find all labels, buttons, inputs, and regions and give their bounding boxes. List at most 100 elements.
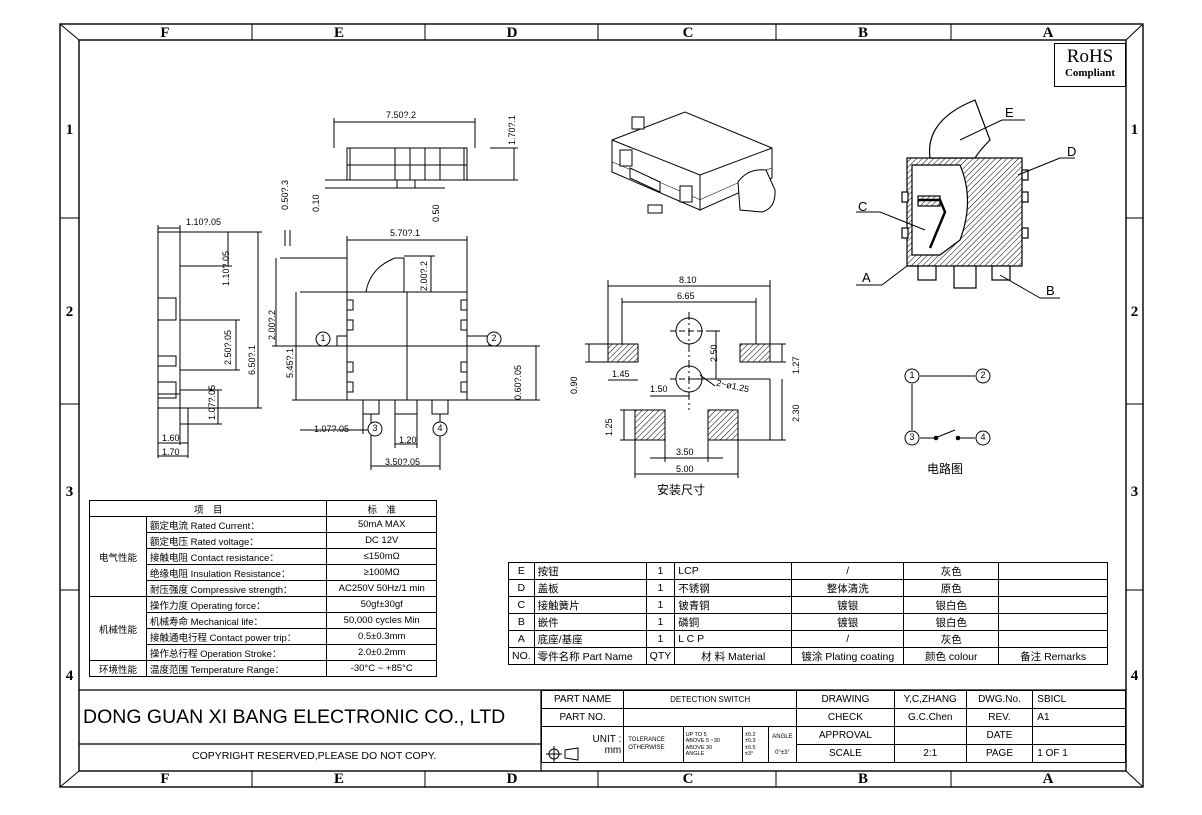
parts-table: E 按钮 1 LCP / 灰色 D 盖板 1 不锈钢 整体清洗 原色 C 接触簧… bbox=[508, 562, 1108, 665]
mount-caption: 安装尺寸 bbox=[657, 483, 706, 497]
callout-c: C bbox=[858, 199, 868, 214]
zone-right-3: 3 bbox=[1130, 484, 1139, 500]
dim-front-107: 1.07?.05 bbox=[314, 424, 350, 434]
dim-front-350: 3.50?.05 bbox=[385, 457, 421, 467]
table-row: 额定电压 Rated voltage： DC 12V bbox=[90, 532, 437, 549]
tol-range-4: ANGLE bbox=[685, 750, 705, 757]
scale-value: 2:1 bbox=[893, 744, 967, 763]
table-row: 机械寿命 Mechanical life： 50,000 cycles Min bbox=[90, 612, 437, 629]
zone-top-b: B bbox=[857, 25, 868, 41]
part-plating: 镀银 bbox=[791, 613, 905, 631]
dim-side-width: 1.10?.05 bbox=[186, 217, 222, 227]
dwgno-value: SBICL bbox=[1032, 690, 1126, 709]
part-name: 底座/基座 bbox=[533, 630, 647, 648]
dim-pad-150: 1.50 bbox=[650, 384, 668, 394]
parts-header-colour: 颜色 colour bbox=[903, 647, 1000, 665]
rev-value: A1 bbox=[1032, 708, 1126, 727]
rev-label: REV. bbox=[965, 708, 1034, 727]
part-name-label: PART NAME bbox=[540, 690, 625, 709]
table-row: C 接触簧片 1 铍青铜 镀银 银白色 bbox=[508, 596, 1108, 614]
circuit-pin-2: 2 bbox=[980, 370, 986, 380]
zone-top-a: A bbox=[1042, 25, 1054, 41]
zone-right-2: 2 bbox=[1130, 304, 1139, 320]
rohs-badge: RoHS Compliant bbox=[1054, 43, 1126, 87]
spec-item: 温度范围 Temperature Range： bbox=[145, 660, 328, 677]
dim-side-170: 1.70 bbox=[162, 447, 180, 457]
part-name-value: DETECTION SWITCH bbox=[623, 690, 797, 709]
parts-header-remarks: 备注 Remarks bbox=[998, 647, 1108, 665]
spec-group-name: 电气性能 bbox=[89, 516, 147, 597]
zone-bottom-c: C bbox=[682, 771, 694, 787]
part-material: 磷铜 bbox=[674, 613, 793, 631]
unit-cell: UNIT : mm bbox=[540, 726, 625, 763]
part-colour: 银白色 bbox=[903, 596, 1000, 614]
zone-bottom-b: B bbox=[857, 771, 868, 787]
angle-value: 0°±3° bbox=[775, 749, 790, 756]
zone-left-4: 4 bbox=[65, 668, 74, 684]
check-label: CHECK bbox=[796, 708, 895, 727]
unit-label: UNIT : bbox=[592, 733, 622, 745]
table-row: 接触通电行程 Contact power trip： 0.5±0.3mm bbox=[90, 628, 437, 645]
dim-side-160: 1.60 bbox=[162, 433, 180, 443]
zone-top-e: E bbox=[333, 25, 344, 41]
tol-range-3: ABOVE 30 bbox=[685, 744, 713, 751]
zone-left-2: 2 bbox=[65, 304, 74, 320]
tol-value-1: ±0.2 bbox=[744, 731, 756, 738]
tol-range-1: UP TO 5 bbox=[685, 731, 707, 738]
title-block-table: PART NAME DETECTION SWITCH DRAWING Y,C,Z… bbox=[540, 690, 1126, 763]
approval-by bbox=[893, 726, 967, 745]
zone-left-1: 1 bbox=[65, 122, 74, 138]
date-value bbox=[1032, 726, 1126, 745]
dim-front-570: 5.70?.1 bbox=[390, 228, 421, 238]
rohs-subtitle: Compliant bbox=[1064, 67, 1116, 79]
zone-bottom-f: F bbox=[160, 771, 170, 787]
date-label: DATE bbox=[965, 726, 1034, 745]
pin-2-label: 2 bbox=[491, 333, 497, 343]
table-row: 操作总行程 Operation Stroke： 2.0±0.2mm bbox=[90, 644, 437, 661]
zone-top-c: C bbox=[682, 25, 694, 41]
tol-value-2: ±0.3 bbox=[744, 738, 756, 745]
table-row: 环境性能 温度范围 Temperature Range： -30°C ~ +85… bbox=[89, 660, 437, 677]
copyright-notice: COPYRIGHT RESERVED,PLEASE DO NOT COPY. bbox=[192, 750, 437, 762]
pin-3-label: 3 bbox=[372, 423, 378, 433]
pin-4-label: 4 bbox=[437, 423, 443, 433]
zone-left-3: 3 bbox=[65, 484, 74, 500]
scale-label: SCALE bbox=[796, 744, 895, 763]
table-row: 电气性能 额定电流 Rated Current： 50mA MAX bbox=[89, 516, 437, 597]
callout-b: B bbox=[1046, 283, 1055, 298]
part-no-value bbox=[623, 708, 797, 727]
tolerance-ranges: UP TO 5 ABOVE 5 ~30 ABOVE 30 ANGLE bbox=[682, 726, 743, 763]
drawing-by: Y,C,ZHANG bbox=[893, 690, 967, 709]
page-label: PAGE bbox=[965, 744, 1034, 763]
zone-top-d: D bbox=[506, 25, 518, 41]
part-colour: 银白色 bbox=[903, 613, 1000, 631]
check-by: G.C.Chen bbox=[893, 708, 967, 727]
parts-header-no: NO. bbox=[508, 647, 535, 665]
zone-bottom-e: E bbox=[333, 771, 344, 787]
zone-bottom-d: D bbox=[506, 771, 518, 787]
company-name: DONG GUAN XI BANG ELECTRONIC CO., LTD bbox=[83, 706, 506, 728]
approval-label: APPROVAL bbox=[796, 726, 895, 745]
circuit-caption: 电路图 bbox=[927, 462, 964, 476]
dim-top-width: 7.50?.2 bbox=[386, 110, 417, 120]
unit-value: mm bbox=[604, 744, 622, 756]
dim-pad-665: 6.65 bbox=[677, 291, 695, 301]
zone-right-1: 1 bbox=[1130, 122, 1139, 138]
parts-header-material: 材 料 Material bbox=[674, 647, 793, 665]
tol-range-2: ABOVE 5 ~30 bbox=[685, 738, 720, 745]
parts-header-plating: 镀涂 Plating coating bbox=[791, 647, 905, 665]
dim-pad-810: 8.10 bbox=[679, 275, 697, 285]
angle-label: ANGLE bbox=[772, 733, 793, 740]
spec-item: 绝缘电阻 Insulation Resistance： bbox=[145, 564, 328, 581]
page-value: 1 OF 1 bbox=[1032, 744, 1126, 763]
spec-value: -30°C ~ +85°C bbox=[326, 660, 437, 677]
circuit-pin-3: 3 bbox=[909, 432, 915, 442]
part-material: L C P bbox=[674, 630, 793, 648]
table-row: A 底座/基座 1 L C P / 灰色 bbox=[508, 630, 1108, 648]
zone-bottom-a: A bbox=[1042, 771, 1054, 787]
tol-value-4: ±3° bbox=[744, 750, 754, 757]
tolerance-label: TOLERANCE bbox=[628, 736, 665, 743]
dim-pad-350: 3.50 bbox=[676, 447, 694, 457]
otherwise-label: OTHERWISE bbox=[628, 744, 665, 751]
